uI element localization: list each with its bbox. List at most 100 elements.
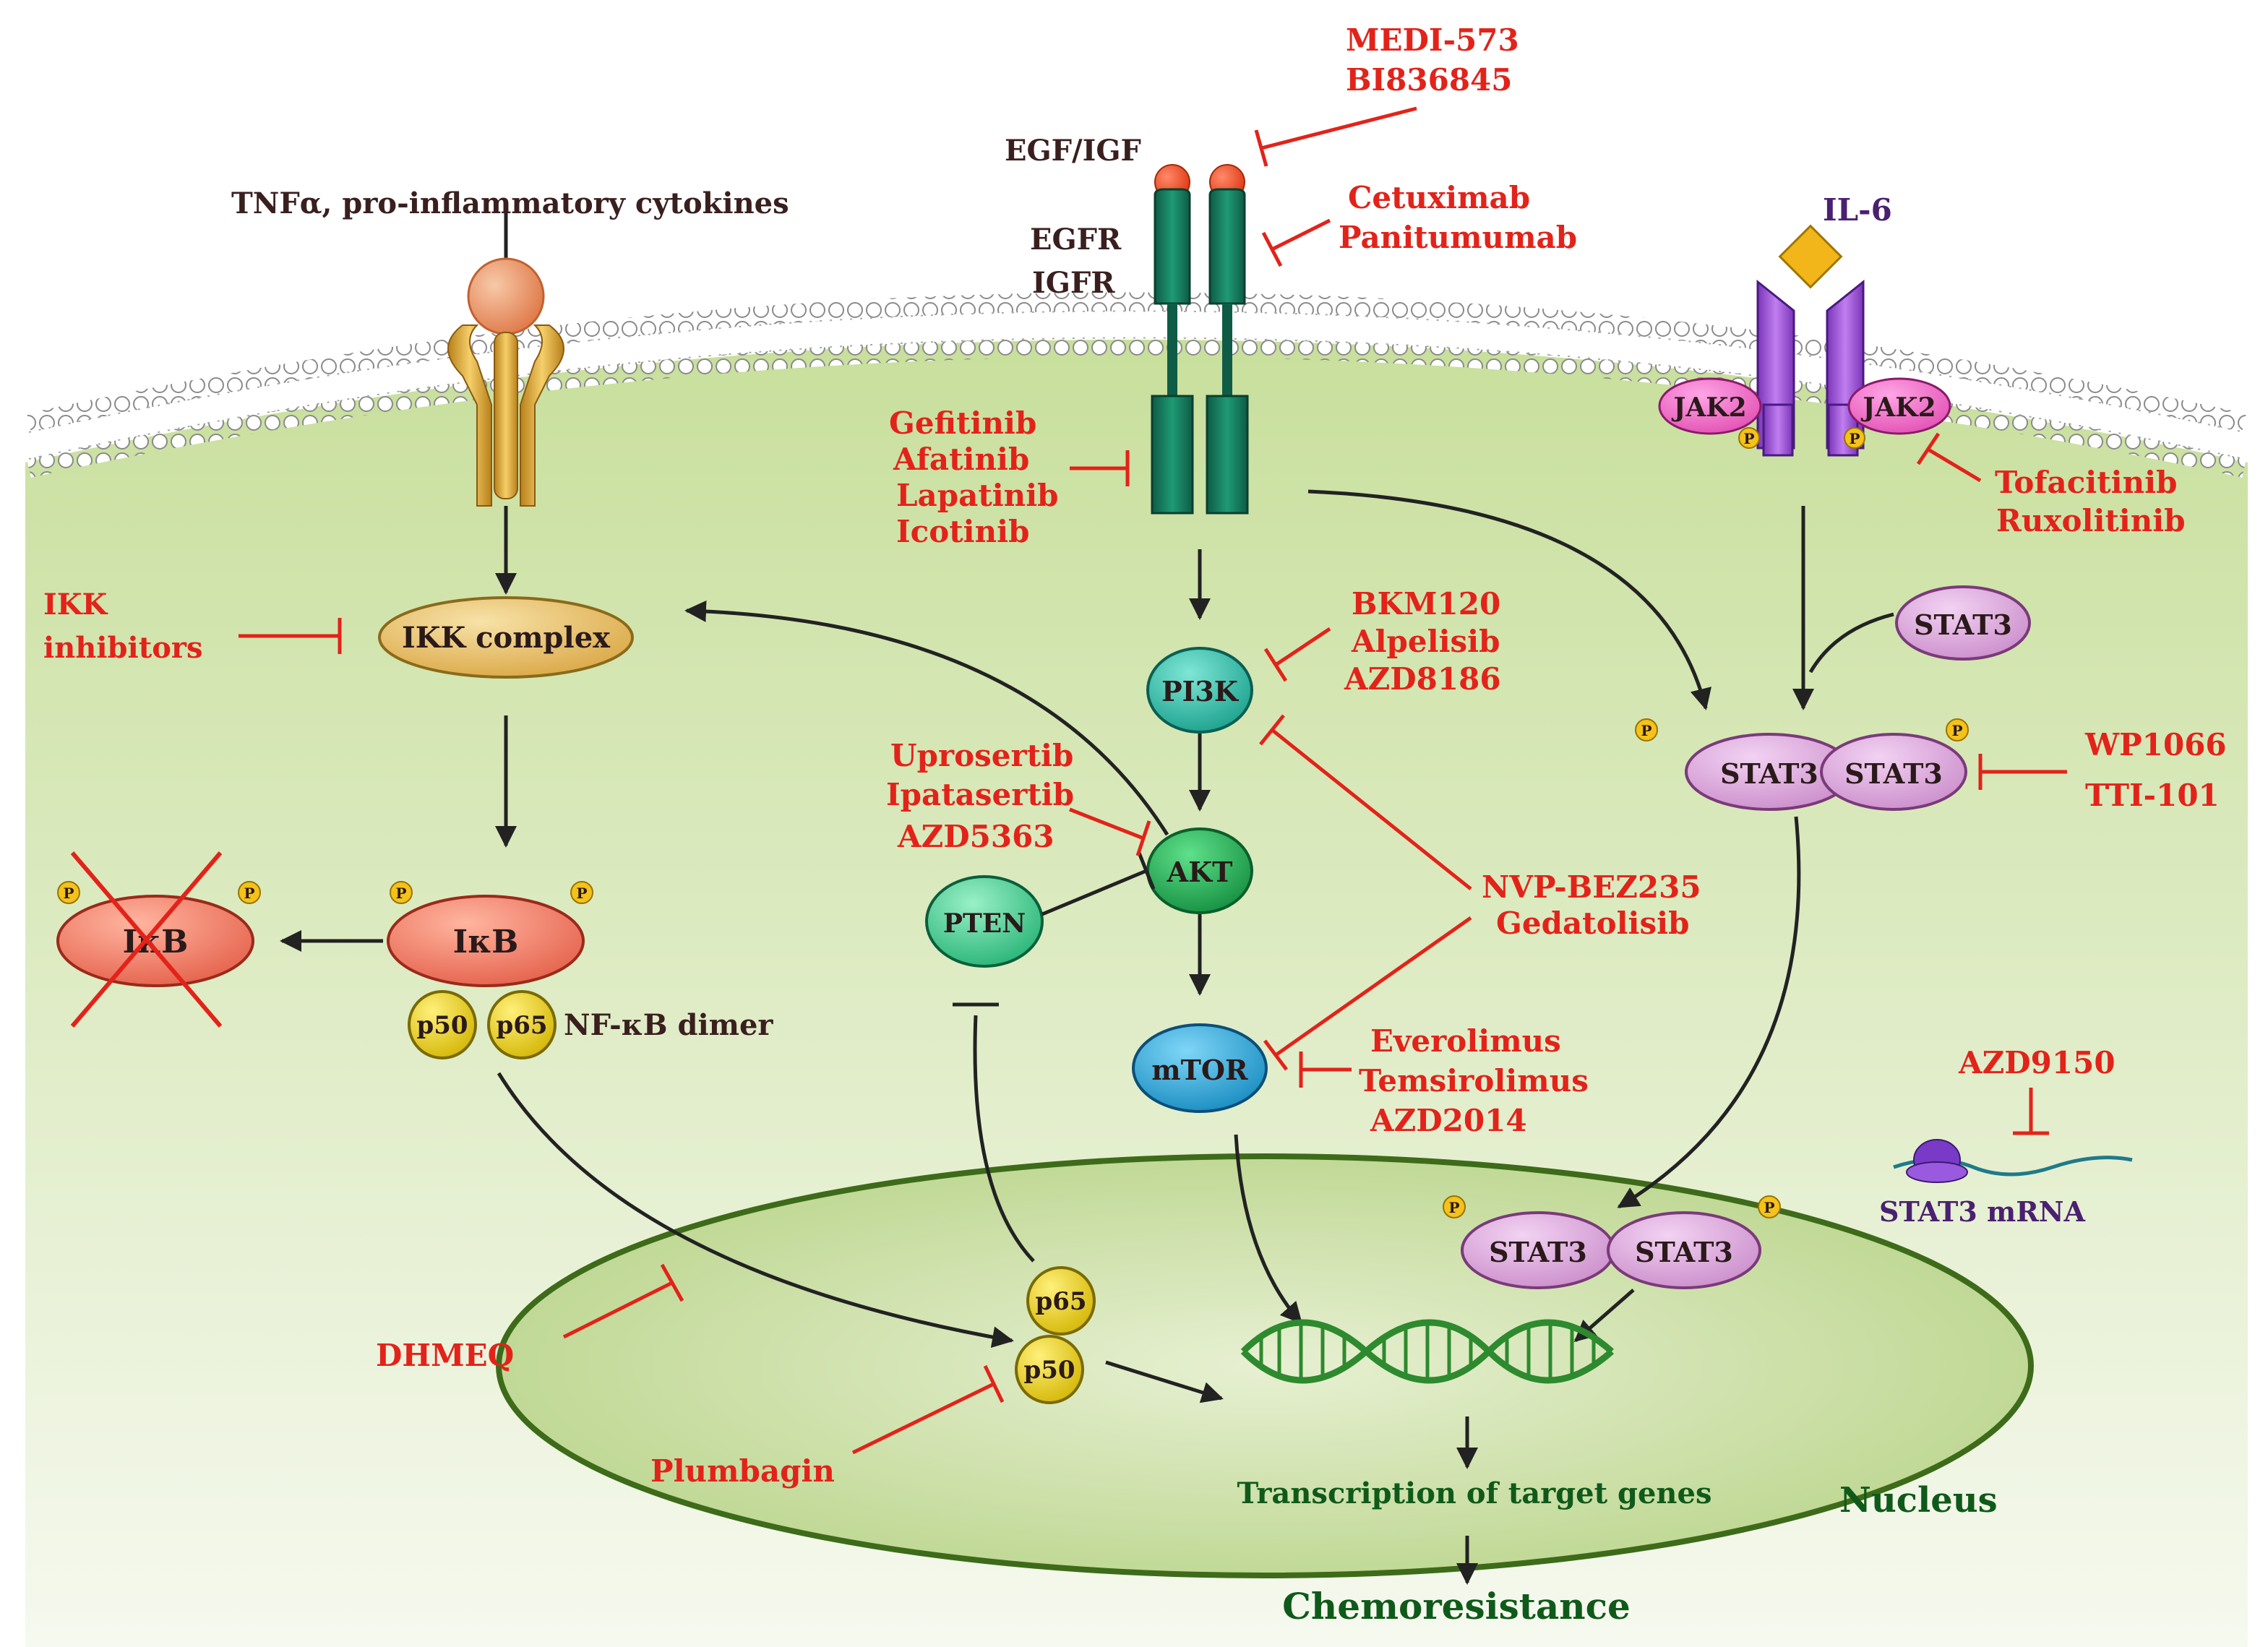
inhib-nvp-to-pi3k	[1271, 728, 1472, 890]
arrow-nfkb-to-nucleus	[497, 1072, 1014, 1349]
arrow-stat3-to-nucleus	[1617, 816, 1801, 1209]
transcription-label: Transcription of target genes	[1237, 1476, 1712, 1510]
phospho-stat3-right-label: P	[1951, 722, 1962, 739]
arrow-mtor-to-dna	[1234, 1134, 1302, 1325]
inhib-plumbagin-bar	[983, 1364, 1005, 1403]
drug-bi836845: BI836845	[1346, 62, 1513, 98]
inhib-medi573-bar	[1254, 129, 1268, 167]
chemoresistance-label: Chemoresistance	[1282, 1585, 1631, 1627]
pi3k-node	[1146, 647, 1253, 734]
drug-gefitinib: Gefitinib	[889, 405, 1036, 441]
drug-temsirolimus: Temsirolimus	[1359, 1063, 1589, 1098]
inhib-dhmeq	[562, 1281, 674, 1339]
stat3-nuc-right-label: STAT3	[1635, 1236, 1733, 1268]
drug-ikk-1: IKK	[43, 588, 108, 622]
p65-nucleus-label: p65	[1035, 1287, 1086, 1316]
phospho-degraded-left	[57, 881, 80, 904]
arrow-stat3-monomer-to-dimer	[1808, 612, 1894, 674]
ikk-complex-label: IKK complex	[402, 621, 611, 655]
stat3-monomer	[1895, 585, 2031, 661]
arrow-egfr-to-stat3	[1307, 489, 1711, 710]
phospho-jak2-left-label: P	[1743, 430, 1754, 447]
phospho-ikb-right-label: P	[576, 885, 587, 902]
stat3-mrna-icon	[1893, 1139, 2133, 1183]
arrow-nfkb-to-dna	[1105, 1360, 1224, 1403]
jak2-left	[1658, 377, 1762, 435]
tnf-label: TNFα, pro-inflammatory cytokines	[231, 186, 789, 220]
inhib-dhmeq-bar	[660, 1263, 684, 1302]
drug-bkm120: BKM120	[1352, 586, 1500, 622]
tnf-ligand	[467, 257, 545, 335]
drug-nvp-bez235: NVP-BEZ235	[1482, 869, 1701, 905]
phospho-jak2-right	[1844, 427, 1865, 449]
ikk-complex	[378, 596, 634, 679]
inhib-plumbagin	[851, 1382, 995, 1455]
inhib-nvp-to-pi3k-bar	[1259, 714, 1285, 746]
drug-medi573: MEDI-573	[1346, 22, 1519, 58]
phospho-jak2-right-label: P	[1849, 430, 1860, 447]
drug-azd2014: AZD2014	[1370, 1103, 1527, 1138]
drug-lapatinib: Lapatinib	[896, 478, 1059, 513]
inhib-nvp-to-mtor-bar	[1263, 1039, 1288, 1071]
inhib-nvp-to-mtor	[1274, 916, 1472, 1057]
phospho-degraded-right	[238, 881, 261, 904]
stat3-monomer-label: STAT3	[1914, 609, 2012, 641]
phospho-stat3-nuc-left-label: P	[1448, 1199, 1459, 1216]
ikb-degraded-node	[56, 895, 254, 987]
nfkb-dimer-label: NF-κB dimer	[564, 1008, 773, 1042]
drug-tti101: TTI-101	[2085, 778, 2220, 813]
nucleus-label: Nucleus	[1839, 1480, 1998, 1521]
inhib-bkm120-bar	[1263, 648, 1288, 682]
phospho-jak2-left	[1738, 427, 1760, 449]
jak2-left-label: JAK2	[1671, 392, 1746, 423]
drug-dhmeq: DHMEQ	[376, 1338, 514, 1373]
phospho-stat3-left	[1635, 718, 1658, 741]
inhib-uprosertib	[1069, 807, 1144, 840]
ikb-node	[387, 895, 585, 987]
pten-label: PTEN	[943, 908, 1026, 939]
drug-azd5363: AZD5363	[897, 819, 1054, 854]
akt-label: AKT	[1167, 856, 1233, 888]
drug-panitumumab: Panitumumab	[1339, 220, 1577, 255]
il6-ligand	[1778, 224, 1843, 289]
arrow-akt-to-ikk	[684, 600, 1169, 836]
phospho-stat3-nuc-right-label: P	[1764, 1199, 1774, 1216]
phospho-ikb-left-label: P	[395, 885, 406, 902]
inhib-cetuximab	[1271, 218, 1331, 251]
ikb-label: IκB	[453, 924, 519, 960]
il6-label: IL-6	[1823, 192, 1892, 228]
degradation-cross-icon	[70, 851, 223, 1028]
drug-uprosertib: Uprosertib	[890, 738, 1073, 773]
drug-wp1066: WP1066	[2084, 727, 2227, 762]
drug-alpelisib: Alpelisib	[1351, 624, 1500, 659]
inhib-tofacitinib	[1927, 447, 1982, 483]
stat3-nuc-left-label: STAT3	[1489, 1236, 1587, 1268]
inhib-bkm120	[1274, 627, 1331, 667]
phospho-stat3-left-label: P	[1641, 722, 1651, 739]
drug-ipatasertib: Ipatasertib	[886, 777, 1074, 812]
stat3-mrna-label: STAT3 mRNA	[1879, 1195, 2086, 1228]
jak2-right-label: JAK2	[1860, 392, 1936, 423]
drug-tofacitinib: Tofacitinib	[1995, 465, 2177, 500]
phospho-degraded-right-label: P	[244, 885, 254, 902]
phospho-degraded-left-label: P	[63, 885, 74, 902]
p50-cytoplasm-label: p50	[416, 1011, 468, 1040]
p65-nucleus	[1026, 1266, 1096, 1336]
inhib-tofacitinib-bar	[1916, 432, 1941, 465]
phospho-stat3-right	[1946, 718, 1969, 741]
stat3-dimer-right	[1820, 733, 1967, 811]
stat3-nuc-right	[1607, 1211, 1761, 1289]
p50-nucleus-label: p50	[1023, 1356, 1075, 1385]
p65-cytoplasm	[487, 990, 557, 1059]
tnf-receptor	[447, 213, 564, 507]
phospho-ikb-right	[570, 881, 593, 904]
stat3-dimer-left-label: STAT3	[1720, 757, 1818, 790]
inhib-uprosertib-bar	[1135, 820, 1151, 856]
inhib-cetuximab-bar	[1261, 231, 1283, 267]
drug-plumbagin: Plumbagin	[650, 1453, 835, 1489]
mtor-node	[1132, 1023, 1268, 1113]
egf-igf-label: EGF/IGF	[1005, 134, 1141, 168]
inhib-medi573	[1260, 106, 1417, 150]
phospho-stat3-nuc-left	[1443, 1195, 1466, 1218]
egfr-igfr-receptor	[1151, 164, 1249, 515]
